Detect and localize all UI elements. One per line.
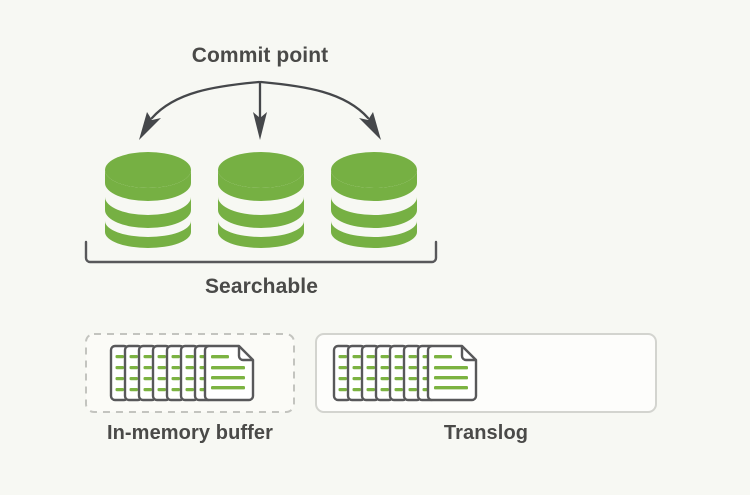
segment-group xyxy=(105,152,417,248)
segment-2 xyxy=(218,152,304,248)
in-memory-buffer-panel xyxy=(85,333,295,413)
in-memory-buffer-label: In-memory buffer xyxy=(106,422,274,444)
translog-label: Translog xyxy=(443,422,529,444)
searchable-brace xyxy=(84,240,438,264)
document-stack-icon-translog xyxy=(332,344,478,402)
commit-point-arrows xyxy=(139,80,381,140)
document-stack-icon-buffer xyxy=(109,344,255,402)
translog-panel xyxy=(315,333,657,413)
searchable-label: Searchable xyxy=(204,275,319,298)
arrow-to-segment-center xyxy=(253,80,267,140)
arrow-to-segment-left xyxy=(139,80,261,140)
segment-3 xyxy=(331,152,417,248)
arrow-to-segment-right xyxy=(259,80,381,140)
commit-point-label: Commit point xyxy=(191,44,329,67)
segment-1 xyxy=(105,152,191,248)
